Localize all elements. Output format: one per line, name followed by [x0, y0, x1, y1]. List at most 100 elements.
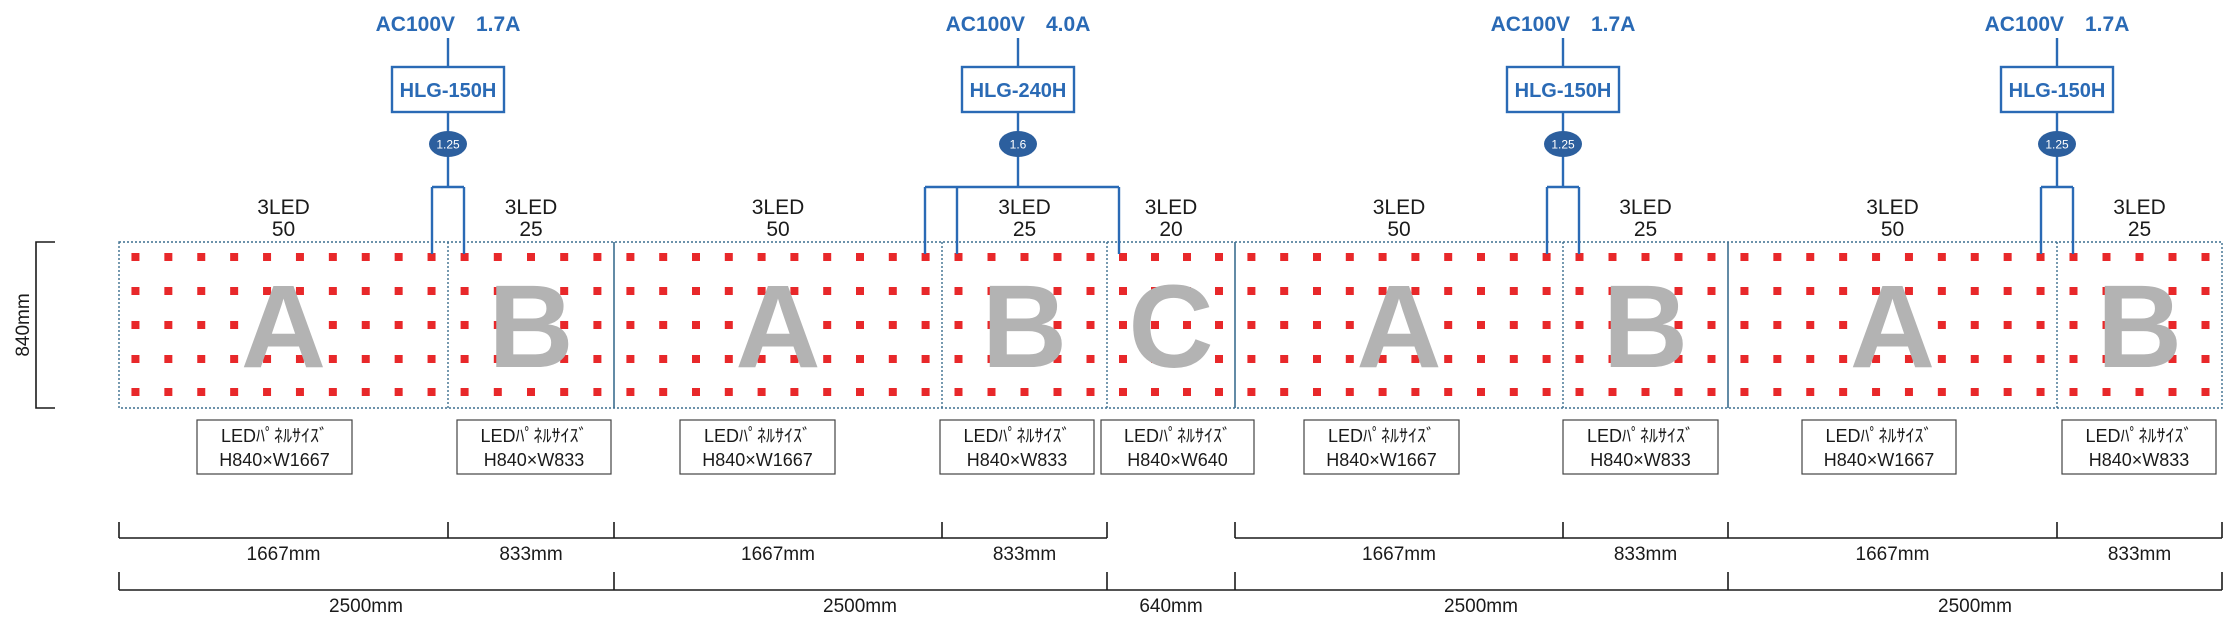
- led-dot: [921, 253, 930, 261]
- led-dot: [527, 287, 535, 295]
- panel-dimension-label: 833mm: [499, 544, 562, 565]
- led-dot: [1183, 321, 1191, 329]
- led-dot: [1806, 287, 1815, 295]
- panel-letter: C: [1128, 261, 1213, 393]
- panel-size-box: [196, 419, 353, 475]
- led-dot: [1542, 321, 1551, 329]
- led-dot: [2135, 355, 2144, 363]
- led-dot: [1641, 388, 1650, 396]
- led-dot: [1119, 355, 1127, 363]
- led-dot: [1053, 287, 1062, 295]
- panel-size-title: LEDﾊﾟﾈﾙｻｲｽﾞ: [704, 426, 811, 446]
- led-dot: [560, 321, 569, 329]
- led-dot: [263, 355, 272, 363]
- led-dot: [659, 287, 668, 295]
- led-count-value: 25: [1634, 218, 1657, 241]
- led-dot: [1053, 321, 1062, 329]
- led-dot: [1313, 388, 1321, 396]
- led-dot: [1872, 388, 1881, 396]
- led-dot: [1477, 388, 1485, 396]
- led-dot: [954, 355, 963, 363]
- led-dot: [328, 287, 337, 295]
- led-dot: [626, 321, 635, 329]
- led-dot: [1183, 287, 1191, 295]
- led-dot: [1773, 287, 1782, 295]
- led-dot: [1313, 321, 1321, 329]
- led-dot: [1378, 253, 1387, 261]
- led-dot: [1839, 355, 1848, 363]
- led-dot: [2102, 253, 2111, 261]
- led-dot: [164, 355, 173, 363]
- led-dot: [263, 253, 272, 261]
- led-dot: [295, 355, 304, 363]
- led-dot: [560, 388, 569, 396]
- led-count-value: 25: [519, 218, 542, 241]
- led-dot: [1641, 253, 1650, 261]
- led-dot: [1970, 253, 1979, 261]
- panel-size-value: H840×W833: [2089, 450, 2190, 470]
- led-dot: [1151, 321, 1159, 329]
- led-dot: [954, 321, 963, 329]
- panel-letter: A: [1850, 261, 1935, 393]
- led-dot: [1674, 287, 1683, 295]
- led-dot: [2168, 321, 2177, 329]
- led-dot: [2036, 253, 2045, 261]
- panel-size-title: LEDﾊﾟﾈﾙｻｲｽﾞ: [963, 426, 1070, 446]
- led-dot: [1542, 388, 1551, 396]
- panel-size-box: [1100, 419, 1255, 475]
- led-dot: [856, 287, 864, 295]
- panel-size-box: [2061, 419, 2217, 475]
- led-dot: [1086, 355, 1095, 363]
- led-dot: [2168, 253, 2177, 261]
- led-dot: [1280, 355, 1289, 363]
- led-dot: [527, 253, 535, 261]
- led-dot: [856, 355, 864, 363]
- led-dot: [1542, 355, 1551, 363]
- led-dot: [131, 253, 140, 261]
- panel-size-value: H840×W833: [967, 450, 1068, 470]
- led-dot: [1839, 253, 1848, 261]
- wire-gauge-label: 1.25: [2045, 138, 2069, 152]
- led-dot: [1411, 287, 1420, 295]
- led-dot: [1151, 253, 1159, 261]
- led-dot: [987, 287, 996, 295]
- led-dot: [888, 321, 897, 329]
- panel-letter: B: [1603, 261, 1688, 393]
- led-dot: [2069, 355, 2078, 363]
- led-dot: [2102, 287, 2111, 295]
- led-dot: [164, 287, 173, 295]
- led-dot: [1280, 253, 1289, 261]
- led-dot: [1215, 321, 1223, 329]
- led-dot: [1872, 321, 1881, 329]
- led-dot: [1020, 287, 1029, 295]
- led-dot: [2135, 388, 2144, 396]
- led-dot: [1740, 321, 1749, 329]
- led-dot: [1937, 355, 1946, 363]
- led-dot: [1086, 253, 1095, 261]
- led-dot: [460, 355, 469, 363]
- led-dot: [361, 321, 370, 329]
- led-dot: [1411, 253, 1420, 261]
- led-dot: [790, 253, 799, 261]
- led-dot: [2036, 355, 2045, 363]
- led-dot: [1183, 355, 1191, 363]
- led-dot: [1378, 388, 1387, 396]
- led-dot: [1575, 253, 1584, 261]
- led-dot: [1970, 287, 1979, 295]
- led-dot: [1020, 355, 1029, 363]
- led-dot: [823, 321, 832, 329]
- led-dot: [1345, 355, 1354, 363]
- led-dot: [1247, 388, 1256, 396]
- panel-size-value: H840×W1667: [219, 450, 330, 470]
- led-dot: [1509, 287, 1518, 295]
- led-dot: [692, 388, 700, 396]
- led-dot: [1020, 388, 1029, 396]
- led-dot: [2069, 388, 2078, 396]
- wire-gauge-badge: [1544, 131, 1582, 157]
- led-dot: [427, 355, 436, 363]
- led-dot: [295, 287, 304, 295]
- led-dot: [1247, 321, 1256, 329]
- panel-size-value: H840×W833: [484, 450, 585, 470]
- led-dot: [1740, 355, 1749, 363]
- total-dimension-label: 2500mm: [823, 596, 897, 617]
